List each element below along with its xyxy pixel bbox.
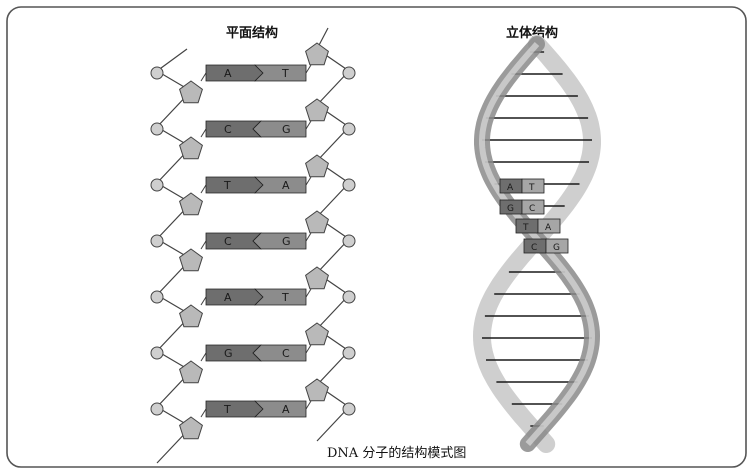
left-glycosidic-bond <box>201 185 206 193</box>
left-sugar-pentagon <box>180 417 203 439</box>
right-phosphate-circle <box>343 235 355 247</box>
left-phosphate-circle <box>151 179 163 191</box>
right-glycosidic-bond <box>306 401 311 409</box>
left-glycosidic-bond <box>201 409 206 417</box>
left-sugar-pentagon <box>180 81 203 103</box>
right-base-label: T <box>281 67 289 80</box>
right-glycosidic-bond <box>306 65 311 73</box>
right-sugar-pentagon <box>306 379 329 401</box>
right-base-label: A <box>282 179 290 192</box>
figure-caption: DNA 分子的结构模式图 <box>327 445 466 461</box>
helix-right-base-label: A <box>545 223 552 233</box>
right-base-label: G <box>282 123 291 136</box>
right-phosphate-circle <box>343 123 355 135</box>
right-base-block <box>253 233 306 249</box>
right-base-block <box>253 345 306 361</box>
right-base-block <box>253 121 306 137</box>
left-sugar-pentagon <box>180 137 203 159</box>
right-base-label: G <box>282 235 291 248</box>
helix-right-base-label: G <box>553 243 560 253</box>
right-backbone-strand <box>317 28 349 441</box>
right-glycosidic-bond <box>306 345 311 353</box>
helix-right-base-label: C <box>529 204 535 214</box>
left-phosphate-circle <box>151 403 163 415</box>
left-phosphate-circle <box>151 67 163 79</box>
left-base-label: A <box>224 67 232 80</box>
right-sugar-pentagon <box>306 43 329 65</box>
left-base-label: G <box>224 347 233 360</box>
left-base-block <box>206 289 263 305</box>
left-phosphate-circle <box>151 291 163 303</box>
right-base-block <box>255 401 306 417</box>
right-glycosidic-bond <box>306 233 311 241</box>
left-glycosidic-bond <box>201 241 206 249</box>
left-sugar-pentagon <box>180 361 203 383</box>
planar-structure-title: 平面结构 <box>226 25 278 41</box>
right-base-label: C <box>282 347 290 360</box>
right-base-label: T <box>281 291 289 304</box>
helix-left-base-label: A <box>507 183 514 193</box>
right-base-block <box>255 65 306 81</box>
right-phosphate-circle <box>343 291 355 303</box>
right-sugar-pentagon <box>306 323 329 345</box>
left-phosphate-circle <box>151 235 163 247</box>
helix-left-base-label: T <box>522 223 529 233</box>
left-sugar-pentagon <box>180 249 203 271</box>
right-sugar-pentagon <box>306 211 329 233</box>
left-base-label: T <box>223 179 231 192</box>
left-sugar-pentagon <box>180 305 203 327</box>
right-sugar-pentagon <box>306 267 329 289</box>
right-base-label: A <box>282 403 290 416</box>
right-base-block <box>255 177 306 193</box>
right-glycosidic-bond <box>306 121 311 129</box>
figure-border <box>7 7 746 467</box>
left-base-block <box>206 65 263 81</box>
right-phosphate-circle <box>343 403 355 415</box>
right-phosphate-circle <box>343 179 355 191</box>
left-base-label: T <box>223 403 231 416</box>
left-glycosidic-bond <box>201 297 206 305</box>
helix-left-base-label: G <box>507 204 514 214</box>
left-base-block <box>206 177 263 193</box>
right-phosphate-circle <box>343 347 355 359</box>
left-glycosidic-bond <box>201 353 206 361</box>
right-glycosidic-bond <box>306 177 311 185</box>
left-glycosidic-bond <box>201 73 206 81</box>
right-sugar-pentagon <box>306 99 329 121</box>
left-base-label: A <box>224 291 232 304</box>
right-glycosidic-bond <box>306 289 311 297</box>
helix-left-base-label: C <box>531 243 537 253</box>
left-glycosidic-bond <box>201 129 206 137</box>
left-phosphate-circle <box>151 123 163 135</box>
left-base-label: C <box>224 123 232 136</box>
right-phosphate-circle <box>343 67 355 79</box>
helix-right-base-label: T <box>528 183 535 193</box>
left-base-block <box>206 401 263 417</box>
left-base-label: C <box>224 235 232 248</box>
left-sugar-pentagon <box>180 193 203 215</box>
right-sugar-pentagon <box>306 155 329 177</box>
right-base-block <box>255 289 306 305</box>
left-phosphate-circle <box>151 347 163 359</box>
